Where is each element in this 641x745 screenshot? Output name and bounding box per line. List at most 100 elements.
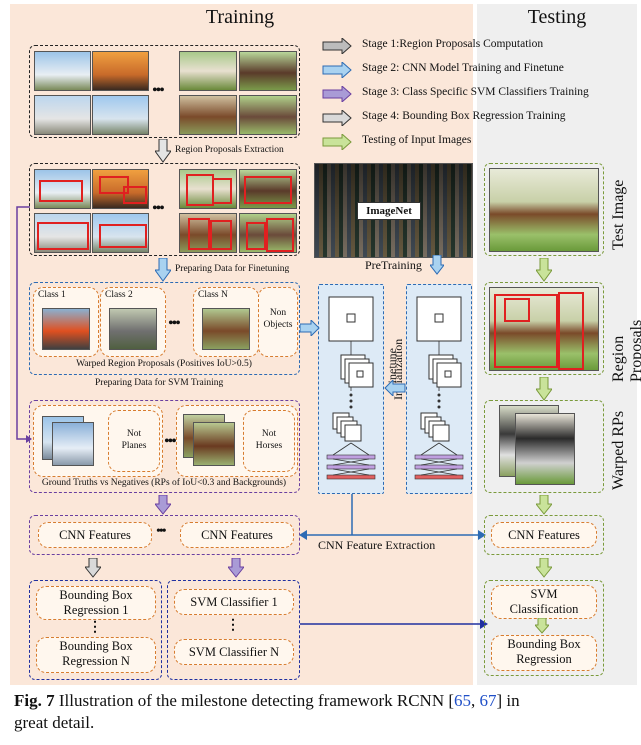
reference-link[interactable]: 65 [454,691,472,710]
bbox-reg-1-line2: Regression 1 [63,603,129,617]
testing-down-arrow [536,558,552,578]
testing-down-arrow [536,258,552,282]
airplane-photo [34,51,91,91]
stage1-arrow-icon [322,38,352,54]
class2-label: Class 2 [105,290,133,300]
airplane-photo [92,213,149,253]
svm-classification-line1: SVM [530,587,558,601]
not-label: Not [261,429,277,439]
ellipsis: ••• [156,524,167,539]
region-box [266,218,294,252]
non-label: Non [269,308,287,318]
legend-label: Stage 1:Region Proposals Computation [362,38,544,50]
bbox-reg-1-line1: Bounding Box [59,588,133,602]
cnn-feature-extraction-label: CNN Feature Extraction [318,538,436,552]
region-box [186,174,214,206]
preparing-finetune-label: Preparing Data for Finetuning [175,264,290,274]
testing-title: Testing [527,6,587,28]
test-image-label: Test Image [610,179,627,250]
caption-end: ] in [496,691,520,710]
legend-label: Testing of Input Images [362,134,472,146]
objects-label: Objects [263,320,293,330]
warped-rps-box [484,400,604,493]
cnn-features-cell: CNN Features [180,522,294,548]
test-bbox-regression-cell: Bounding Box Regression [491,635,597,671]
cnn-features-box: CNN Features ••• CNN Features [29,515,300,555]
classifier-to-testing-arrow [300,619,488,629]
pretraining-down-arrow [430,255,444,275]
region-box [246,222,266,250]
region-proposals-box [484,282,604,375]
airplane-photo [92,169,149,209]
region-box [188,218,210,250]
region-box [99,224,147,248]
region-box [504,298,530,322]
test-horse-photo [489,168,599,252]
legend-label: Stage 2: CNN Model Training and Finetune [362,62,564,74]
planes-label: Planes [121,441,147,451]
test-horse-photo [489,287,599,371]
caption-separator: , [471,691,480,710]
ellipsis: ••• [152,200,165,217]
gt-caption: Ground Truths vs Negatives (RPs of IoU<0… [41,478,287,488]
initialization-arrow [384,380,406,396]
animal-photo [109,308,157,350]
horse-photo [239,169,297,209]
horse-photo [179,169,237,209]
bbox-regression-1-cell: Bounding Box Regression 1 [36,586,156,620]
classN-label: Class N [198,290,228,300]
horse-stack-photo [193,422,235,466]
warped-rps-label: Warped RPs [610,410,627,490]
region-box [558,292,584,370]
region-box [210,220,232,250]
stage3-down-arrow [155,495,171,515]
reference-link[interactable]: 67 [479,691,497,710]
cnn-feature-extraction-lines [299,494,486,540]
class1-cell: Class 1 [33,287,99,357]
horse-photo [239,51,297,91]
legend-label: Stage 3: Class Specific SVM Classifiers … [362,86,589,98]
stage2-down-arrow [155,258,171,282]
pretraining-label: PreTraining [365,258,422,272]
horse-photo [179,213,237,253]
finetune-cnn-diagram [326,296,376,480]
warped-caption: Warped Region Proposals (Positives IoU>0… [76,359,252,369]
class2-cell: Class 2 [100,287,166,357]
horse-photo [239,213,297,253]
figure-number: Fig. 7 [14,691,55,710]
stage2-arrow-icon [322,62,352,78]
test-bbox-line1: Bounding Box [507,637,581,651]
region-box [123,186,147,204]
vertical-ellipsis: ⋮ [226,618,240,633]
not-horses-cell: Not Horses [243,410,295,472]
airplane-photo [92,51,149,91]
test-cnn-features-label: CNN Features [508,528,580,542]
preparing-svm-label: Preparing Data for SVM Training [95,378,224,388]
plane-stack-photo [52,422,94,466]
training-title: Training [205,6,275,28]
test-image-box [484,163,604,256]
warped-proposals-box: Class 1 Class 2 ••• Class N Non Objects … [29,282,300,375]
horse-photo [239,95,297,135]
legend-label: Stage 4: Bounding Box Regression Trainin… [362,110,566,122]
test-cnn-features-cell: CNN Features [491,522,597,548]
svm-1-label: SVM Classifier 1 [190,595,278,609]
warped-photo [515,413,575,485]
airplane-photo [34,95,91,135]
figure-caption: Fig. 7 Illustration of the milestone det… [14,690,634,734]
region-proposal-images-box: ••• [29,163,300,256]
cnn-features-label: CNN Features [59,528,131,542]
stage4-down-arrow [85,558,101,578]
region-box [39,180,83,202]
testing-arrow-icon [322,134,352,150]
svm-classifier-1-cell: SVM Classifier 1 [174,589,294,615]
horse-photo [179,95,237,135]
legend: Stage 1:Region Proposals Computation Sta… [322,36,637,156]
class1-label: Class 1 [38,290,66,300]
horse-photo [179,51,237,91]
not-planes-cell: Not Planes [108,410,160,472]
finetune-cnn-box [318,284,384,494]
testing-down-arrow [536,377,552,401]
svm-classification-cell: SVM Classification [491,585,597,619]
ellipsis: ••• [168,315,181,332]
